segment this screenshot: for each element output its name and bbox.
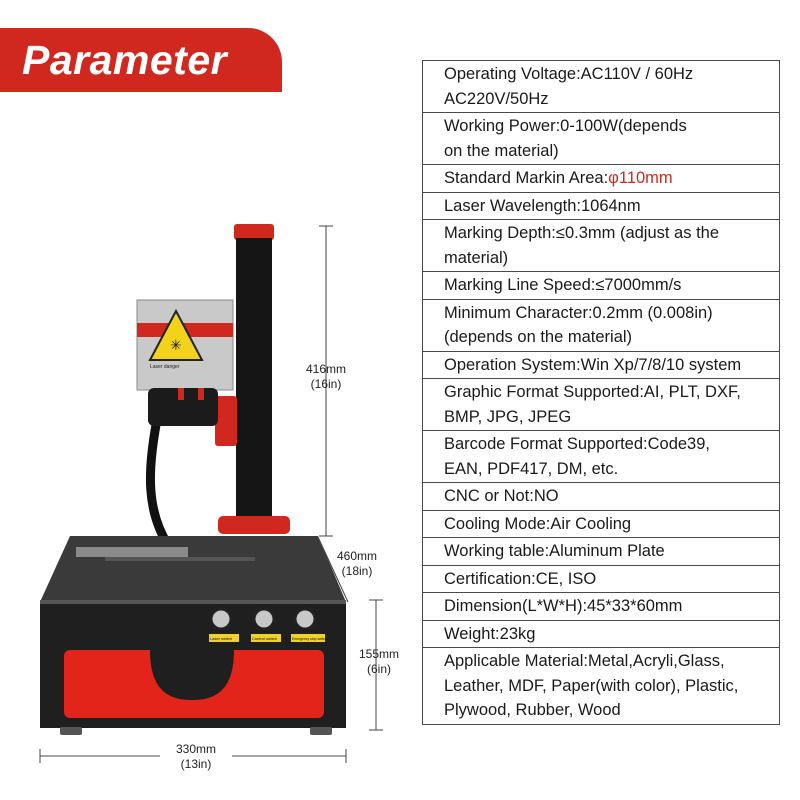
column-top-cap [234, 224, 274, 240]
spec-line: Plywood, Rubber, Wood [444, 701, 621, 719]
column-post [236, 238, 272, 520]
spec-row: Minimum Character:0.2mm (0.008in) (depend… [422, 298, 780, 352]
spec-line: EAN, PDF417, DM, etc. [444, 459, 619, 478]
column-carriage [215, 396, 237, 446]
dimension-column-height-in: (16in) [310, 377, 342, 391]
spec-line: CNC or Not:NO [444, 487, 559, 505]
spec-row: Graphic Format Supported:AI, PLT, DXF, BM… [422, 378, 780, 431]
dimension-depth-in: (18in) [341, 564, 373, 578]
spec-line: Applicable Material:Metal,Acryli,Glass, [444, 652, 725, 670]
spec-row: Working table:Aluminum Plate [422, 537, 780, 566]
spec-line: Working Power:0-100W(depends [444, 117, 687, 135]
spec-row: CNC or Not:NO [422, 482, 780, 511]
dimension-width-in: (13in) [180, 757, 212, 771]
spec-row: Laser Wavelength:1064nm [422, 191, 780, 220]
dimension-width: 330mm (13in) [160, 742, 232, 772]
spec-row: Working Power:0-100W(depends on the mater… [422, 112, 780, 165]
svg-text:✳: ✳ [170, 338, 182, 354]
spec-line: (depends on the material) [444, 328, 633, 346]
spec-line: Marking Line Speed:≤7000mm/s [444, 276, 682, 294]
dimension-depth: 460mm (18in) [324, 549, 390, 579]
page-title: Parameter [22, 37, 228, 83]
spec-line: on the material) [444, 141, 559, 160]
laser-warning-icon [148, 308, 204, 361]
spec-line: material) [444, 248, 509, 267]
dimension-width-mm: 330mm [175, 742, 216, 756]
dimension-depth-mm: 460mm [336, 549, 377, 563]
spec-line: Weight:23kg [444, 624, 536, 643]
foot-right [310, 727, 332, 735]
spec-row: Standard Markin Area:φ110mm [422, 164, 780, 193]
worktable-surface [40, 536, 346, 602]
spec-line: Minimum Character:0.2mm (0.008in) [444, 303, 713, 322]
spec-line: Cooling Mode:Air Cooling [444, 514, 632, 533]
spec-line: Laser Wavelength:1064nm [444, 196, 641, 215]
title-banner [0, 28, 282, 92]
spec-line: Working table:Aluminum Plate [444, 542, 665, 560]
spec-row: Operation System:Win Xp/7/8/10 system [422, 350, 780, 379]
spec-row: Applicable Material:Metal,Acryli,Glass, L… [422, 647, 780, 725]
spec-row: Dimension(L*W*H):45*33*60mm [422, 592, 780, 621]
foot-left [60, 727, 82, 735]
spec-row: Barcode Format Supported:Code39, EAN, PDF… [422, 430, 780, 483]
spec-row: Marking Depth:≤0.3mm (adjust as the mater… [422, 219, 780, 272]
dimension-column-height-mm: 416mm [305, 362, 346, 376]
switch-label-3: Emergency stop switch [292, 637, 327, 641]
fiber-cable [145, 424, 172, 548]
dimension-base-height: 155mm (6in) [346, 647, 412, 677]
spec-line: Graphic Format Supported:AI, PLT, DXF, [444, 383, 741, 401]
head-warning-label: Laser danger [150, 364, 180, 370]
spec-line: Barcode Format Supported:Code39, [444, 435, 710, 453]
spec-row: Marking Line Speed:≤7000mm/s [422, 271, 780, 300]
laser-switch-knob [209, 607, 233, 631]
spec-value-accent: φ110mm [608, 169, 673, 187]
spec-label: Standard Markin Area: [444, 169, 609, 187]
spec-line: Leather, MDF, Paper(with color), Plastic… [444, 676, 739, 695]
spec-line: AC220V/50Hz [444, 89, 549, 108]
spec-row: Weight:23kg [422, 619, 780, 648]
spec-line: Dimension(L*W*H):45*33*60mm [444, 597, 683, 615]
dim-line-depth [317, 536, 349, 603]
spec-line: Marking Depth:≤0.3mm (adjust as the [444, 224, 720, 242]
spec-line: Operating Voltage:AC110V / 60Hz [444, 65, 694, 83]
emergency-stop-knob [293, 607, 317, 631]
dimension-column-height: 416mm (16in) [294, 362, 358, 392]
dimension-base-height-in: (6in) [366, 662, 391, 676]
column-base-ring [218, 516, 290, 534]
control-switch-knob [252, 607, 276, 631]
spec-line: Certification:CE, ISO [444, 569, 597, 588]
spec-line: Operation System:Win Xp/7/8/10 system [444, 355, 742, 374]
spec-line: BMP, JPG, JPEG [444, 407, 572, 426]
dimension-base-height-mm: 155mm [358, 647, 399, 661]
switch-label-2: Control switch [252, 636, 277, 641]
spec-row: Certification:CE, ISO [422, 564, 780, 593]
spec-row: Cooling Mode:Air Cooling [422, 509, 780, 538]
switch-label-1: Laser switch [210, 636, 232, 641]
